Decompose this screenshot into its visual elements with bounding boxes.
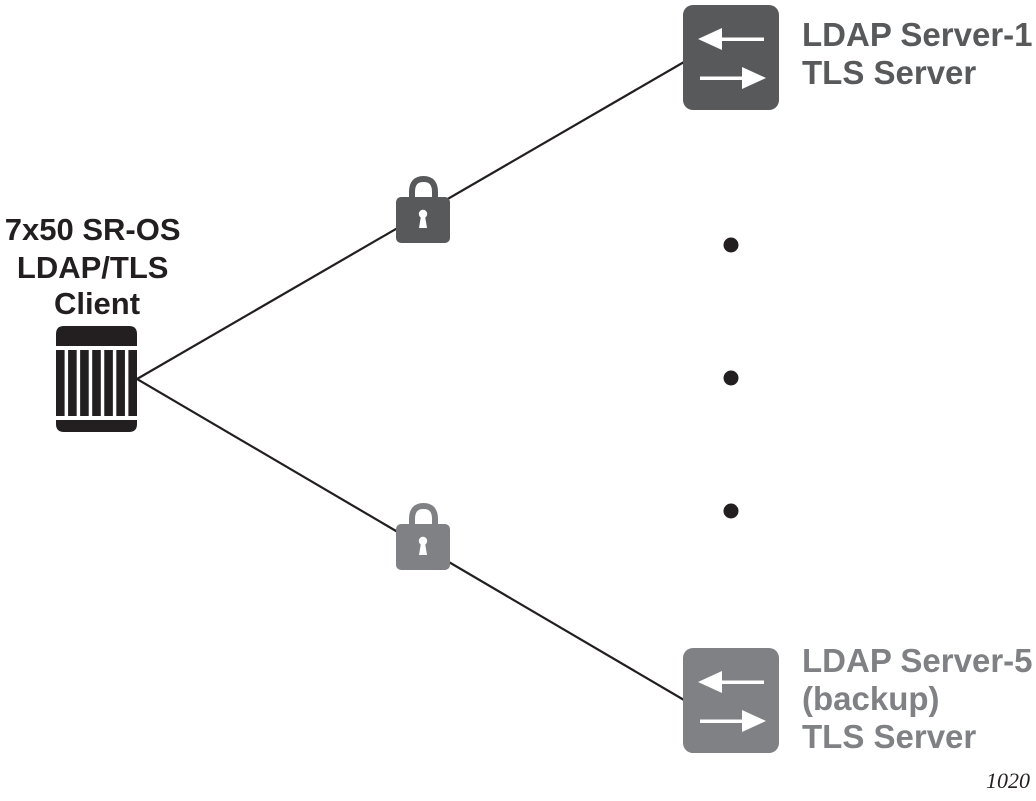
- server-1-node: LDAP Server-1 TLS Server: [683, 5, 1036, 110]
- arrow-right-icon: [700, 710, 766, 732]
- router-bar: [56, 350, 65, 416]
- lock-icon: [396, 502, 450, 570]
- keyhole-icon: [418, 209, 428, 228]
- client-label-line: LDAP/TLS: [17, 250, 169, 285]
- server-1-label: LDAP Server-1 TLS Server: [802, 16, 1036, 91]
- server-label-line: TLS Server: [802, 718, 976, 755]
- server-label-line: LDAP Server-5: [802, 642, 1033, 679]
- ellipsis-dot: [723, 237, 739, 253]
- vertical-ellipsis: [723, 237, 739, 519]
- arrow-left-icon: [698, 671, 764, 693]
- server-label-line: TLS Server: [802, 54, 976, 91]
- server-label-line: LDAP Server-1: [802, 16, 1033, 53]
- router-bar: [68, 350, 77, 416]
- ellipsis-dot: [723, 370, 739, 386]
- server-label-line: (backup): [802, 680, 940, 717]
- router-bottom-cap: [56, 420, 137, 432]
- figure-number: 1020: [986, 768, 1030, 793]
- server-5-label: LDAP Server-5 (backup) TLS Server: [802, 642, 1036, 755]
- router-top-cap: [56, 326, 137, 346]
- server-5-node: LDAP Server-5 (backup) TLS Server: [683, 642, 1036, 755]
- router-bar: [128, 350, 137, 416]
- client-label-line: Client: [54, 286, 140, 321]
- router-bar: [116, 350, 125, 416]
- server-switch-icon: [683, 5, 779, 110]
- lock-icon: [396, 175, 450, 243]
- router-bar: [104, 350, 113, 416]
- client-label: 7x50 SR-OS LDAP/TLS Client: [5, 212, 189, 321]
- server-switch-icon: [683, 648, 779, 753]
- client-label-line: 7x50 SR-OS: [5, 212, 181, 247]
- router-bars: [56, 350, 137, 416]
- arrow-right-icon: [700, 67, 766, 89]
- arrow-left-icon: [698, 28, 764, 50]
- router-bar: [92, 350, 101, 416]
- keyhole-icon: [418, 536, 428, 555]
- ellipsis-dot: [723, 503, 739, 519]
- router-bar: [80, 350, 89, 416]
- router-icon: [56, 326, 137, 432]
